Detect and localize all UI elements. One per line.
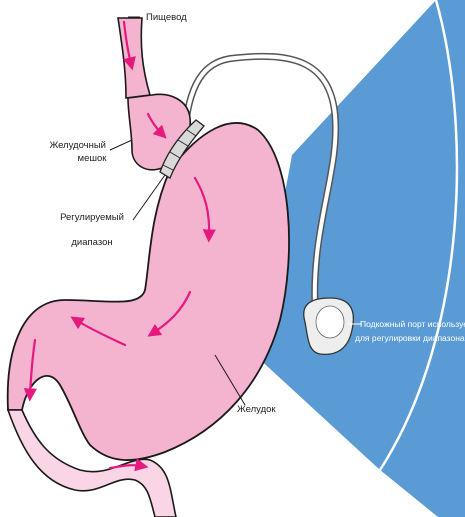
esophagus [118, 18, 150, 98]
label-band-line1: Регулируемый [60, 212, 124, 223]
label-stomach: Желудок [237, 404, 276, 415]
label-pouch-line2: мешок [78, 153, 108, 164]
pouch-leader [110, 140, 132, 150]
label-port-line2: для регулировки диапазона [355, 333, 465, 343]
label-esophagus: Пищевод [146, 12, 187, 23]
label-pouch-line1: Желудочный [49, 140, 106, 151]
label-band-line2: диапазон [71, 237, 112, 248]
label-port-line1: Подкожный порт используется [360, 319, 465, 329]
